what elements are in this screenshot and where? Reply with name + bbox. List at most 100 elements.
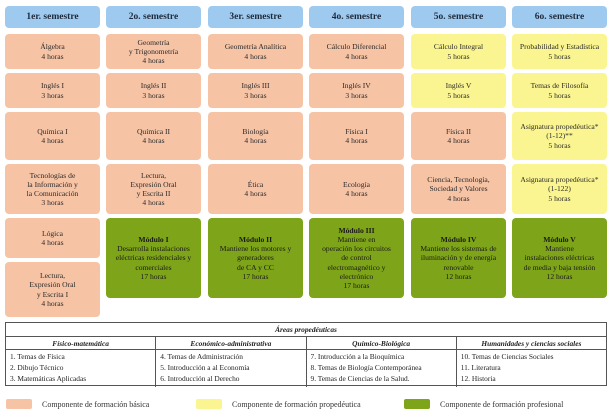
module-line: electrónico — [339, 271, 374, 281]
legend-swatch-propedeutic — [196, 399, 222, 409]
cell-line: 4 horas — [447, 136, 470, 145]
semester-header-5: 5o. semestre — [411, 6, 506, 28]
legend-label: Componente de formación propedéutica — [232, 399, 361, 409]
module-line: Mantiene en — [337, 234, 376, 244]
area-item: 5. Introducción a al Economía — [160, 363, 250, 373]
module-title: Módulo III — [338, 225, 375, 235]
cell-line: 5 horas — [548, 51, 571, 61]
module-line: electromagnético y — [327, 262, 386, 272]
cell-line: 4 horas — [142, 136, 165, 145]
legend-item-propedeutic: Componente de formación propedéutica — [196, 399, 404, 409]
cell-line: Asignatura propedéutica* — [520, 122, 599, 132]
cell-line: 4 horas — [345, 189, 368, 198]
module-title: Módulo II — [238, 234, 273, 244]
cell-line: 4 horas — [41, 136, 64, 145]
cell-line: Probabilidad y Estadística — [519, 42, 600, 52]
cell-line: Asignatura propedéutica* — [520, 175, 599, 185]
cell-line: (1-12)** — [546, 131, 573, 141]
cell-line: la Información y — [27, 179, 78, 189]
areas-table: Áreas propedéuticas Físico-matemática 1.… — [5, 322, 607, 387]
areas-title: Áreas propedéuticas — [6, 323, 606, 337]
area-heading: Químico-Biológica — [306, 337, 456, 350]
cell-line: y Escrita I — [36, 289, 69, 299]
cell-line: Química II — [136, 126, 171, 136]
cell-line: 4 horas — [142, 56, 165, 66]
cell-line: Ciencia, Tecnología, — [427, 175, 490, 185]
module-line: de control — [341, 253, 372, 263]
area-items: 10. Temas de Ciencias Sociales 11. Liter… — [457, 350, 606, 387]
subject-cell: Asignatura propedéutica*(1-122)5 horas — [512, 164, 607, 214]
cell-line: 3 horas — [142, 90, 165, 100]
semester-header-6: 6o. semestre — [512, 6, 607, 28]
legend-label: Componente de formación básica — [42, 399, 150, 409]
cell-line: 5 horas — [548, 90, 571, 100]
cell-line: Física II — [445, 126, 472, 136]
module-title: Módulo IV — [440, 234, 477, 244]
legend-label: Componente de formación profesional — [440, 399, 564, 409]
cell-line: Expresión Oral — [130, 179, 177, 189]
semester-header-2: 2o. semestre — [106, 6, 201, 28]
cell-line: Ética — [247, 179, 264, 189]
semester-header-1: 1er. semestre — [5, 6, 100, 28]
area-item: 1. Temas de Física — [10, 352, 65, 362]
legend-swatch-professional — [404, 399, 430, 409]
module-line: 17 horas — [242, 271, 269, 281]
cell-line: Lectura, — [39, 271, 66, 280]
cell-line: (1-122) — [548, 184, 571, 194]
cell-line: Ecología — [343, 179, 370, 189]
cell-line: 3 horas — [345, 90, 368, 100]
areas-columns: Físico-matemática 1. Temas de Física 2. … — [6, 337, 606, 387]
module-line: iluminación y de energía — [420, 253, 497, 263]
cell-line: la Comunicación — [26, 189, 79, 198]
area-column: Humanidades y ciencias sociales 10. Tema… — [456, 337, 606, 387]
module-line: generadores — [237, 253, 274, 263]
area-heading: Económico-administrativa — [156, 337, 306, 350]
cell-line: Física I — [345, 126, 368, 136]
area-item: 12. Historia — [460, 374, 496, 384]
cell-line: Cálculo Diferencial — [326, 42, 387, 52]
legend-swatch-basic — [6, 399, 32, 409]
cell-line: 4 horas — [244, 136, 267, 145]
area-item: 3. Matemáticas Aplicadas — [10, 374, 87, 384]
legend-item-basic: Componente de formación básica — [6, 399, 196, 409]
cell-line: 4 horas — [244, 51, 267, 61]
cell-line: 4 horas — [345, 51, 368, 61]
cell-line: Biología — [242, 126, 269, 136]
cell-line: y Trigonometría — [128, 46, 179, 56]
cell-line: 5 horas — [548, 193, 571, 203]
cell-line: 3 horas — [244, 90, 267, 100]
area-item: 11. Literatura — [460, 363, 501, 373]
cell-line: Inglés II — [140, 81, 167, 91]
area-item: 7. Introducción a la Bioquímica — [310, 352, 405, 362]
cell-line: Inglés III — [241, 81, 270, 91]
area-column: Químico-Biológica 7. Introducción a la B… — [306, 337, 457, 387]
cell-line: Química I — [37, 126, 68, 136]
module-line: Desarrolla instalaciones — [117, 244, 190, 254]
legend-item-professional: Componente de formación profesional — [404, 399, 563, 409]
module-line: 17 horas — [140, 271, 167, 281]
cell-line: Tecnologías de — [29, 170, 76, 180]
area-column: Físico-matemática 1. Temas de Física 2. … — [6, 337, 157, 387]
module-line: comerciales — [135, 262, 172, 272]
